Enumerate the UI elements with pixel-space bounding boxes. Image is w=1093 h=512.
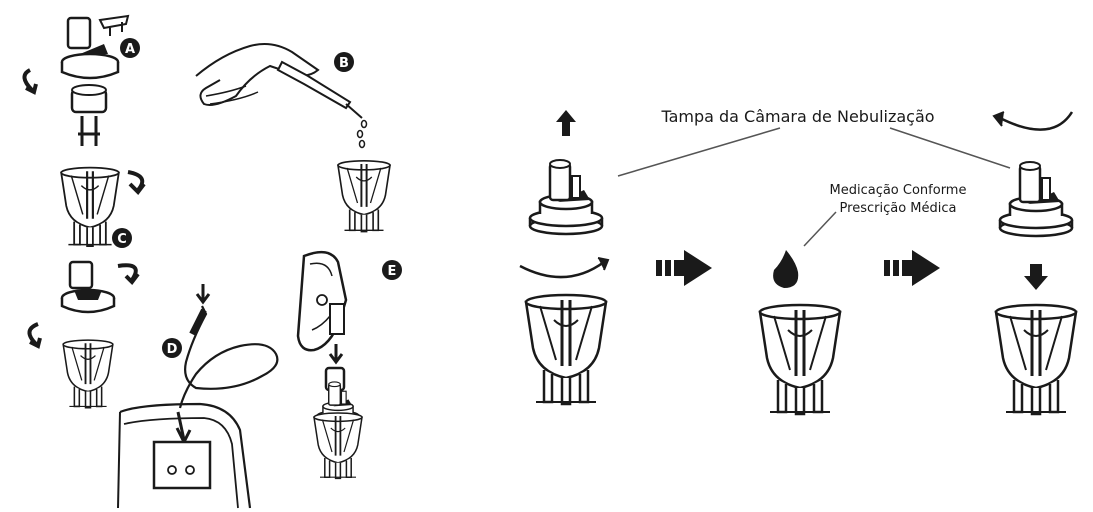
step-d-illustration	[118, 284, 277, 508]
up-arrow-icon	[556, 110, 576, 136]
left-assembly-panel: A B C D E	[24, 16, 402, 508]
step-d-badge: D	[162, 338, 182, 358]
step-e-cup	[314, 413, 362, 478]
stage1-cup	[526, 295, 606, 404]
down-arrow-icon	[1024, 264, 1048, 290]
medication-label-line1: Medicação Conforme	[830, 183, 967, 198]
step-b-cup	[338, 161, 390, 232]
step-arrow-icon	[884, 250, 940, 286]
svg-text:A: A	[125, 42, 135, 57]
stage1-rotate-arrow	[520, 262, 604, 277]
step-b-badge: B	[334, 52, 354, 72]
step-c-badge: C	[112, 228, 132, 248]
medication-label-line2: Prescrição Médica	[840, 201, 957, 216]
chamber-lid-label: Tampa da Câmara de Nebulização	[660, 107, 934, 126]
lid-leader-lines	[618, 128, 1010, 176]
step-c-illustration	[29, 262, 138, 346]
counterclockwise-arrow	[1000, 112, 1072, 130]
stage2-cup	[760, 305, 840, 414]
stage3-cup	[996, 305, 1076, 414]
step-e-badge: E	[382, 260, 402, 280]
svg-text:E: E	[388, 264, 397, 279]
step-c-cup	[63, 340, 113, 408]
step-arrow-icon	[656, 250, 712, 286]
medication-leader-line	[804, 212, 836, 246]
svg-text:B: B	[339, 56, 349, 71]
svg-text:D: D	[167, 342, 178, 357]
step-a-badge: A	[120, 38, 140, 58]
right-assembly-panel: Tampa da Câmara de Nebulização Medicação…	[520, 107, 1076, 414]
step-e-illustration	[298, 252, 346, 390]
rotate-arrow-cup	[128, 172, 144, 192]
medication-drop-icon	[773, 250, 798, 288]
svg-text:C: C	[117, 232, 127, 247]
step-a-illustration	[24, 16, 128, 146]
step-a-cup	[61, 168, 119, 246]
stage3-lid	[1000, 162, 1072, 236]
stage1-lid	[530, 160, 602, 234]
